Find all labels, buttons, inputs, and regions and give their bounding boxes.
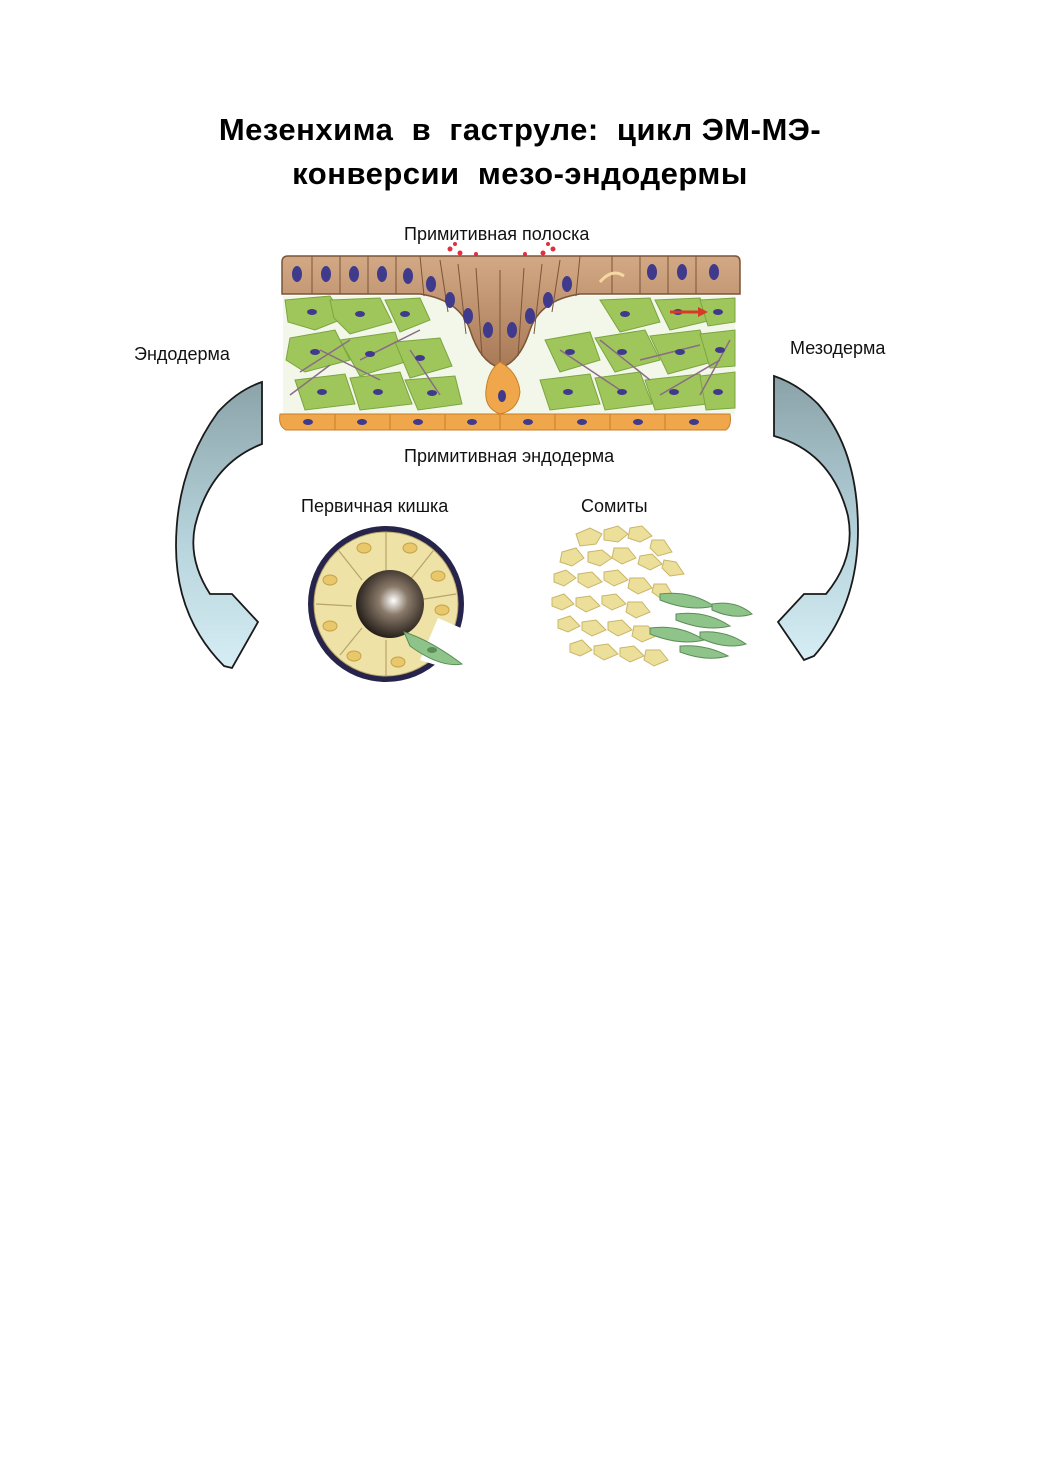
- label-primary-gut: Первичная кишка: [301, 496, 449, 516]
- label-endoderm: Эндодерма: [134, 344, 230, 364]
- epiblast-layer: [281, 255, 741, 369]
- mesoderm-arrow: [773, 374, 859, 662]
- hypoblast-layer: [279, 413, 731, 431]
- label-primitive-streak: Примитивная полоска: [404, 224, 590, 244]
- title-line-1: Мезенхима в гаструле: цикл ЭМ-МЭ-: [218, 112, 822, 147]
- label-mesoderm: Мезодерма: [790, 338, 886, 358]
- endoderm-arrow: [175, 380, 263, 670]
- primary-gut: [308, 526, 470, 682]
- label-somites: Сомиты: [581, 496, 648, 516]
- page-title: Мезенхима в гаструле: цикл ЭМ-МЭ- конвер…: [0, 108, 1040, 196]
- label-primitive-endoderm: Примитивная эндодерма: [404, 446, 615, 466]
- title-line-2: конверсии мезо-эндодермы: [292, 156, 748, 191]
- somites: [551, 525, 753, 667]
